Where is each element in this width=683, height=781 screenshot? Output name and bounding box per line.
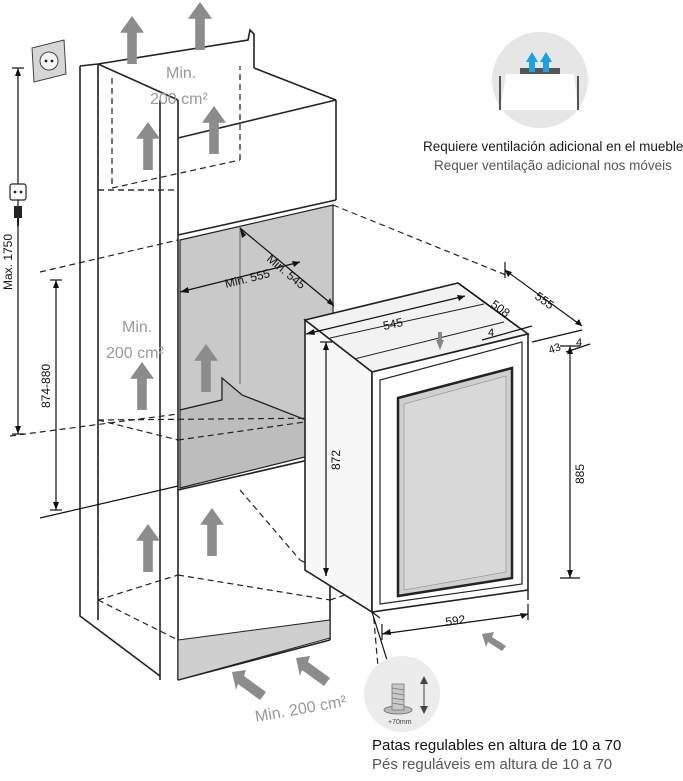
dimension-lines	[12, 67, 591, 677]
dimension-arrowheads	[15, 68, 582, 635]
max-height-label: Max. 1750	[1, 234, 15, 290]
gap-43-label: 43	[547, 341, 563, 356]
min-label-bottom: Min. 200 cm²	[254, 693, 349, 726]
airflow-arrow	[482, 632, 506, 651]
airflow-arrows	[120, 2, 506, 700]
min-value-top: 200 cm²	[150, 91, 208, 108]
airflow-arrow	[136, 524, 160, 572]
plug-socket-icon	[9, 183, 27, 226]
adjustable-foot-icon: +70mm	[364, 656, 440, 732]
feet-note-pt: Pés reguláveis em altura de 10 a 70	[372, 756, 613, 773]
airflow-arrow	[130, 362, 154, 410]
ventilation-note-pt: Requer ventilação adicional nos móveis	[434, 158, 672, 173]
appliance	[303, 282, 530, 619]
niche-height-label: 874-880	[39, 364, 53, 408]
gap-4-label: 4	[488, 327, 494, 339]
width-592-label: 592	[444, 612, 466, 629]
min-value-mid: 200 cm²	[106, 345, 164, 362]
min-label-top: Min.	[166, 65, 196, 82]
height-885-label: 885	[573, 464, 587, 484]
feet-note-es: Patas regulables en altura de 10 a 70	[372, 737, 622, 754]
height-872-label: 872	[329, 450, 343, 470]
gap-4b-label: 4	[576, 337, 582, 349]
foot-range-label: +70mm	[388, 719, 412, 726]
airflow-arrow	[200, 508, 224, 556]
vent-arrows-icon	[492, 32, 588, 128]
ventilation-note-es: Requiere ventilación adicional en el mue…	[423, 139, 683, 154]
airflow-arrow	[188, 2, 212, 50]
airflow-arrow	[296, 656, 330, 686]
airflow-arrow	[136, 122, 160, 170]
width-545-label: 545	[382, 315, 405, 333]
min-label-mid: Min.	[122, 319, 152, 336]
socket-icon	[31, 39, 67, 83]
niche	[177, 204, 334, 681]
airflow-arrow	[202, 106, 226, 154]
airflow-arrow	[232, 670, 266, 700]
